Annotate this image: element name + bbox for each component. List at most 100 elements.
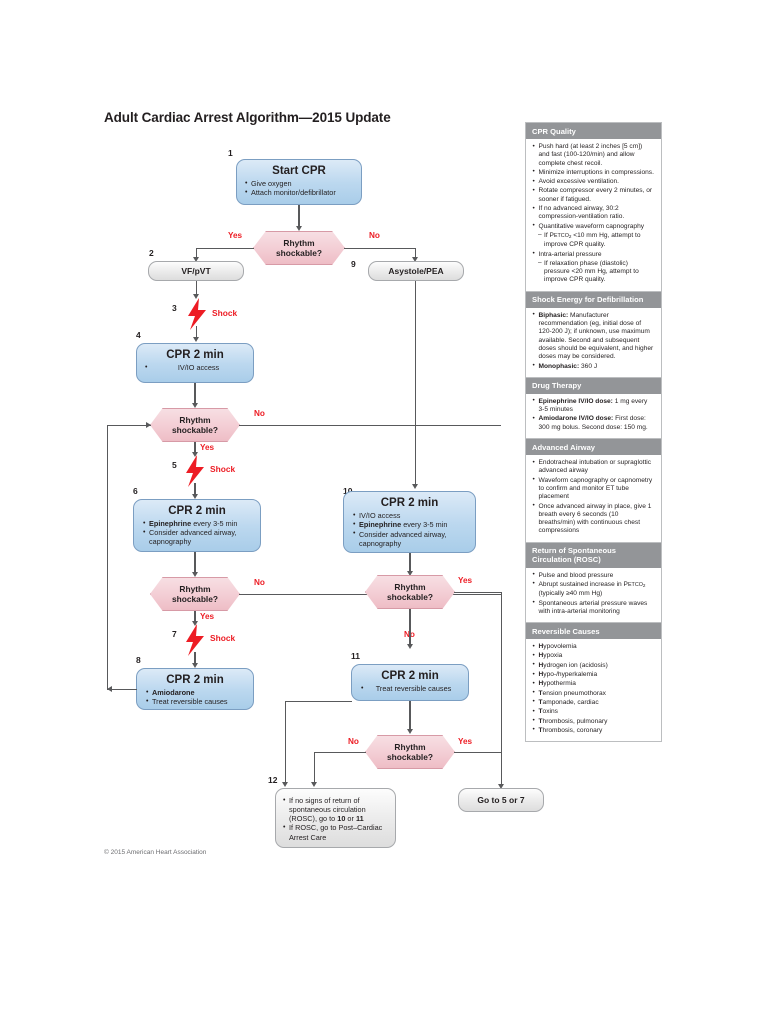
sidebar-panel: Shock Energy for DefibrillationBiphasic:… [526, 291, 661, 377]
diamond-shape [365, 575, 455, 609]
sidebar-bullet: Pulse and blood pressure [532, 571, 655, 580]
sidebar-bullet: Avoid excessive ventilation. [532, 178, 655, 187]
sidebar-bullet: Once advanced airway in place, give 1 br… [532, 502, 655, 536]
connector-diamond5-yes-h [454, 751, 502, 753]
box-vf-pvt[interactable]: VF/pVT [148, 261, 244, 281]
connector-11-left-to-12 [285, 701, 287, 784]
step-number-1: 1 [228, 148, 233, 158]
panel-header: Shock Energy for Defibrillation [526, 291, 661, 308]
label-yes-5: Yes [458, 737, 473, 746]
label-yes-2: Yes [200, 443, 215, 452]
arrowhead [191, 452, 198, 457]
panel-divider [526, 290, 661, 292]
box-cpr-10[interactable]: CPR 2 min IV/IO accessEpinephrine every … [343, 491, 476, 553]
label-shock-3: Shock [212, 308, 238, 318]
sidebar-panel: Return of Spontaneous Circulation (ROSC)… [526, 542, 661, 623]
diamond-rhythm-shockable-2[interactable]: Rhythm shockable? [150, 408, 240, 442]
diamond-rhythm-shockable-4[interactable]: Rhythm shockable? [365, 575, 455, 609]
diamond-2-line2: shockable? [171, 425, 219, 435]
arrowhead [146, 421, 151, 428]
shock-bolt-icon-3 [188, 298, 206, 330]
diamond-rhythm-shockable-1[interactable]: Rhythm shockable? [253, 231, 345, 265]
box-asystole-pea[interactable]: Asystole/PEA [368, 261, 464, 281]
box-cpr-11[interactable]: CPR 2 min Treat reversible causes [351, 664, 469, 701]
bullet-item: Treat reversible causes [360, 684, 460, 693]
sidebar-panels: CPR QualityPush hard (at least 2 inches … [525, 122, 662, 743]
connector-diamond4-yes-h [454, 591, 502, 593]
box-cpr-6[interactable]: CPR 2 min Epinephrine every 3-5 minConsi… [133, 499, 261, 552]
box-cpr-8[interactable]: CPR 2 min AmiodaroneTreat reversible cau… [136, 668, 254, 710]
sidebar-bullet: Toxins [532, 708, 655, 717]
bullet-item: Epinephrine every 3-5 min [142, 519, 252, 528]
diamond-rhythm-shockable-5[interactable]: Rhythm shockable? [365, 735, 455, 769]
sidebar-bullet: Quantitative waveform capnography [532, 222, 655, 231]
sidebar-bullet: Tension pneumothorax [532, 689, 655, 698]
label-yes-1: Yes [228, 231, 243, 240]
bullet-item: Consider advanced airway, capnography [352, 529, 467, 548]
arrowhead [412, 484, 419, 489]
panel-divider [526, 438, 661, 440]
connector-11-left-h [285, 701, 352, 703]
box-cpr-4[interactable]: CPR 2 min IV/IO access [136, 343, 254, 383]
panel-body: Epinephrine IV/IO dose: 1 mg every 3-5 m… [526, 393, 661, 439]
connector-diamond3-yes-v [194, 611, 196, 623]
box-start-cpr-title: Start CPR [272, 165, 326, 177]
arrowhead [191, 494, 198, 499]
sidebar-bullet: Hypothermia [532, 680, 655, 689]
connector-11-to-diamond5 [409, 701, 411, 731]
connector-diamond5-no-v [314, 751, 316, 785]
label-shock-5: Shock [210, 464, 236, 474]
sidebar-bullet: Thrombosis, pulmonary [532, 717, 655, 726]
connector-diamond1-yes-v [196, 247, 198, 260]
sidebar-bullet: Epinephrine IV/IO dose: 1 mg every 3-5 m… [532, 397, 655, 415]
sidebar-bullet: Intra-arterial pressure [532, 250, 655, 259]
sidebar-bullet: Monophasic: 360 J [532, 362, 655, 371]
box-cpr-8-title: CPR 2 min [166, 674, 224, 686]
arrowhead [191, 663, 198, 668]
panel-header: Reversible Causes [526, 623, 661, 640]
connector-diamond1-no-v [415, 247, 417, 260]
diamond-2-text: Rhythm shockable? [150, 408, 240, 442]
box-vf-pvt-title: VF/pVT [181, 265, 211, 276]
sidebar-bullet: Biphasic: Manufacturer recommendation (e… [532, 311, 655, 362]
sidebar-panel: Drug TherapyEpinephrine IV/IO dose: 1 mg… [526, 377, 661, 439]
arrowhead [193, 257, 200, 262]
box-go-to-5-or-7[interactable]: Go to 5 or 7 [458, 788, 544, 812]
bullet-item: Treat reversible causes [145, 697, 245, 706]
step-number-5: 5 [172, 460, 177, 470]
connector-diamond4-yes-v [501, 591, 503, 787]
box-start-cpr[interactable]: Start CPR Give oxygenAttach monitor/defi… [236, 159, 362, 205]
sidebar-panel: Reversible CausesHypovolemiaHypoxiaHydro… [526, 623, 661, 742]
connector-6-to-diamond3 [194, 552, 196, 574]
bullet-item: IV/IO access [144, 363, 246, 372]
diamond-3-text: Rhythm shockable? [150, 577, 240, 611]
diamond-rhythm-shockable-3[interactable]: Rhythm shockable? [150, 577, 240, 611]
arrowhead [282, 782, 289, 787]
box-cpr-8-bullets: AmiodaroneTreat reversible causes [145, 688, 245, 707]
box-no-rosc[interactable]: If no signs of return of spontaneous cir… [275, 788, 396, 848]
diamond-1-text: Rhythm shockable? [253, 231, 345, 265]
sidebar-bullet: Amiodarone IV/IO dose: First dose: 300 m… [532, 415, 655, 432]
arrowhead [412, 257, 419, 262]
panel-body: Biphasic: Manufacturer recommendation (e… [526, 307, 661, 377]
connector-9-to-10 [415, 281, 417, 486]
diamond-5-line1: Rhythm [394, 742, 426, 752]
arrowhead [406, 729, 413, 734]
arrowhead [193, 337, 200, 342]
bullet-item: If no signs of return of spontaneous cir… [282, 796, 388, 823]
connector-shock5-to-6 [194, 483, 196, 497]
panel-divider [526, 376, 661, 378]
connector-loopback-to-diamond2 [107, 424, 151, 426]
arrowhead [406, 644, 413, 649]
diamond-2-line1: Rhythm [179, 415, 211, 425]
box-no-rosc-bullets: If no signs of return of spontaneous cir… [282, 796, 388, 842]
sidebar-panel: CPR QualityPush hard (at least 2 inches … [526, 123, 661, 291]
arrowhead [191, 572, 198, 577]
connector-diamond2-no-h [239, 424, 501, 426]
connector-10-to-diamond4 [409, 553, 411, 573]
label-no-5: No [348, 737, 359, 746]
connector-diamond5-no-h [314, 751, 366, 753]
diamond-3-line2: shockable? [171, 594, 219, 604]
step-number-3: 3 [172, 303, 177, 313]
sidebar-bullet: Endotracheal intubation or supraglottic … [532, 459, 655, 476]
